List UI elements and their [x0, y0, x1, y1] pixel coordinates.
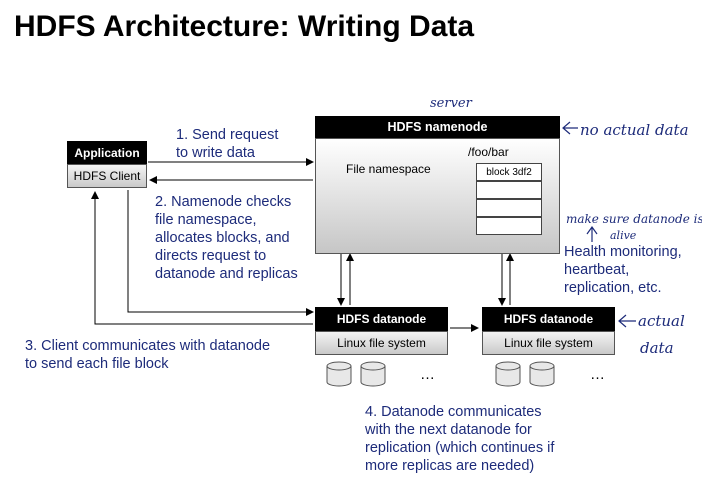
file-namespace-label: File namespace	[346, 162, 431, 176]
file-path-label: /foo/bar	[468, 145, 509, 159]
annotation-actual: actual	[638, 312, 685, 330]
annotation-arrow-datanode	[618, 314, 636, 328]
annotation-server: server	[430, 96, 472, 111]
step-4-text: 4. Datanode communicates with the next d…	[365, 404, 555, 474]
health-monitoring-text: Health monitoring, heartbeat, replicatio…	[564, 244, 682, 296]
disk-icons-2	[495, 361, 555, 387]
step-1-text: 1. Send request to write data	[176, 127, 279, 161]
datanode-1-fs: Linux file system	[315, 331, 448, 355]
annotation-arrow-namenode	[562, 121, 578, 135]
namenode-header: HDFS namenode	[315, 116, 560, 138]
step-2-text: 2. Namenode checks file namespace, alloc…	[155, 194, 298, 282]
step-3-text: 3. Client communicates with datanode to …	[25, 338, 271, 372]
datanode-2-header: HDFS datanode	[482, 307, 615, 331]
datanode-2-ellipsis: …	[590, 366, 605, 383]
application-box-header: Application	[67, 141, 147, 164]
block-empty-3	[476, 217, 542, 235]
annotation-alive: alive	[610, 229, 637, 242]
arrow-datanode-to-client	[91, 191, 313, 325]
datanode-1-header: HDFS datanode	[315, 307, 448, 331]
block-empty-2	[476, 199, 542, 217]
block-empty-1	[476, 181, 542, 199]
annotation-data: data	[640, 339, 674, 357]
annotation-make-sure: make sure datanode is	[566, 212, 702, 226]
page-title: HDFS Architecture: Writing Data	[14, 10, 475, 43]
datanode-2-fs: Linux file system	[482, 331, 615, 355]
disk-icons-1	[326, 361, 386, 387]
arrow-client-to-datanode	[127, 190, 314, 316]
block-entry: block 3df2	[476, 163, 542, 181]
hdfs-client-box: HDFS Client	[67, 164, 147, 188]
annotation-arrow-health	[586, 225, 598, 242]
datanode-1-ellipsis: …	[420, 366, 435, 383]
annotation-no-actual-data: no actual data	[580, 121, 689, 139]
